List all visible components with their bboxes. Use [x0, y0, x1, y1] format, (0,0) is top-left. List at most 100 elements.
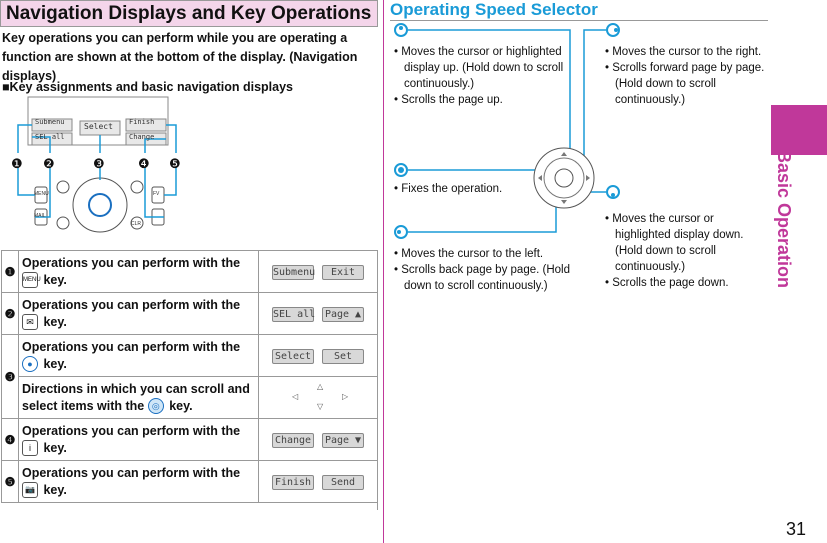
diagram-key-fv: FV: [153, 191, 160, 197]
softkey: Page ▼: [322, 432, 364, 448]
center-key: [88, 193, 112, 217]
row-text: Operations you can perform with the: [22, 255, 241, 270]
speed-selector-diagram: [408, 29, 606, 233]
diagram-label-selall: SEL all: [35, 133, 65, 141]
center-press-icon: [394, 163, 408, 177]
center-press-list: • Fixes the operation.: [394, 181, 564, 197]
row-text: Operations you can perform with the: [22, 339, 241, 354]
callout-4: ❹: [138, 156, 150, 171]
row-text-after: key.: [43, 356, 67, 371]
diagram-label-select: Select: [84, 122, 113, 131]
menu-key-icon: MENU: [22, 272, 41, 289]
list-item: • Moves the cursor to the left.: [394, 248, 544, 260]
row-text: Directions in which you can scroll and s…: [22, 381, 250, 413]
row-text-after: key.: [43, 440, 67, 455]
row-softkeys: Submenu Exit: [258, 250, 378, 293]
subheading: ■Key assignments and basic navigation di…: [2, 80, 293, 94]
center-key-icon: ●: [22, 356, 38, 373]
callout-line-1b: [17, 167, 35, 196]
up-direction-icon: [394, 23, 408, 37]
selector-arrows: [538, 152, 590, 204]
clr-key: [130, 216, 144, 230]
row-text: Operations you can perform with the: [22, 297, 241, 312]
diagram-label-change: Change: [129, 133, 155, 141]
table-row: ❷ Operations you can perform with the ✉ k…: [1, 292, 378, 335]
list-item: • Moves the cursor or highlighted displa…: [394, 46, 564, 90]
right-direction-list: • Moves the cursor to the right. • Scrol…: [605, 44, 765, 108]
softkey: Send: [322, 474, 364, 490]
callout-1: ❶: [11, 156, 23, 171]
diagram-label-submenu: Submenu: [35, 118, 65, 126]
callout-5: ❺: [169, 156, 181, 171]
row-text: Operations you can perform with the: [22, 423, 241, 438]
callout-3: ❸: [93, 156, 105, 171]
right-section-title: Operating Speed Selector: [390, 0, 598, 19]
direction-up-icon: △: [317, 382, 324, 391]
row-number: ❷: [1, 292, 19, 335]
end-key: [130, 180, 144, 194]
row-number: ❸: [1, 334, 19, 419]
chapter-tab: [771, 105, 827, 155]
callout-line-2: [32, 136, 51, 153]
row-text-after: key.: [43, 482, 67, 497]
down-direction-icon: [606, 185, 620, 199]
globe-key: [56, 216, 70, 230]
row-number: ❹: [1, 418, 19, 461]
row-description: Operations you can perform with the📷 key…: [18, 460, 259, 503]
list-item: • Moves the cursor or highlighted displa…: [605, 213, 744, 273]
row-text-after: key.: [169, 398, 193, 413]
row-description: Operations you can perform with the ● key…: [18, 334, 259, 377]
diagram-key-clr: CLR: [131, 221, 142, 227]
leader-right: [583, 29, 606, 170]
call-key: [56, 180, 70, 194]
speed-selector-icon: ◎: [147, 398, 164, 415]
callout-line-4: [144, 138, 166, 153]
softkey: Exit: [322, 264, 364, 280]
leader-up: [408, 29, 571, 150]
direction-down-icon: ▽: [317, 402, 324, 411]
callout-line-4b: [144, 167, 164, 218]
softkey: Page ▲: [322, 306, 364, 322]
softkey: Finish: [272, 474, 314, 490]
intro-text: Key operations you can perform while you…: [2, 31, 358, 83]
table-row: Directions in which you can scroll and s…: [2, 376, 378, 419]
list-item: • Scrolls the page up.: [394, 94, 503, 106]
diagram-label-finish: Finish: [129, 118, 155, 126]
page-number: 31: [786, 519, 807, 539]
softkey: Submenu: [272, 264, 316, 280]
list-item: • Scrolls back page by page. (Hold down …: [394, 264, 570, 292]
table-row: ❸ Operations you can perform with the ● k…: [1, 334, 378, 419]
callout-line-1: [17, 124, 32, 153]
direction-right-icon: ▷: [342, 392, 349, 401]
callout-line-5: [166, 124, 177, 153]
row-text-after: key.: [43, 314, 67, 329]
diagram-key-menu: MENU: [34, 191, 49, 197]
list-item: • Scrolls forward page by page. (Hold do…: [605, 62, 765, 106]
table-row: ❹ Operations you can perform with the i k…: [1, 418, 378, 461]
right-title-rule: [390, 20, 768, 21]
callout-line-2b: [35, 167, 51, 218]
row-softkeys: Select Set: [258, 334, 378, 377]
list-item: • Fixes the operation.: [394, 183, 503, 195]
row-number: ❺: [1, 460, 19, 503]
leader-left: [408, 196, 557, 233]
chapter-label: Basic Operation: [774, 150, 794, 289]
direction-left-icon: ◁: [292, 392, 299, 401]
left-direction-icon: [394, 225, 408, 239]
softkey: Set: [322, 348, 364, 364]
section-title: Navigation Displays and Key Operations: [6, 3, 372, 24]
right-direction-icon: [606, 23, 620, 37]
table-row: ❺ Operations you can perform with the📷 k…: [1, 460, 378, 503]
row-softkeys: Finish Send: [258, 460, 378, 503]
callout-2: ❷: [43, 156, 55, 171]
selector-center: [554, 168, 574, 188]
softkey: Select: [272, 348, 314, 364]
mail-key-icon: ✉: [22, 314, 38, 331]
imode-key-icon: i: [22, 440, 38, 457]
table-right-border: [377, 250, 378, 510]
list-item: • Moves the cursor to the right.: [605, 46, 762, 58]
row-directions: ◁ △ ▽ ▷: [258, 376, 378, 419]
